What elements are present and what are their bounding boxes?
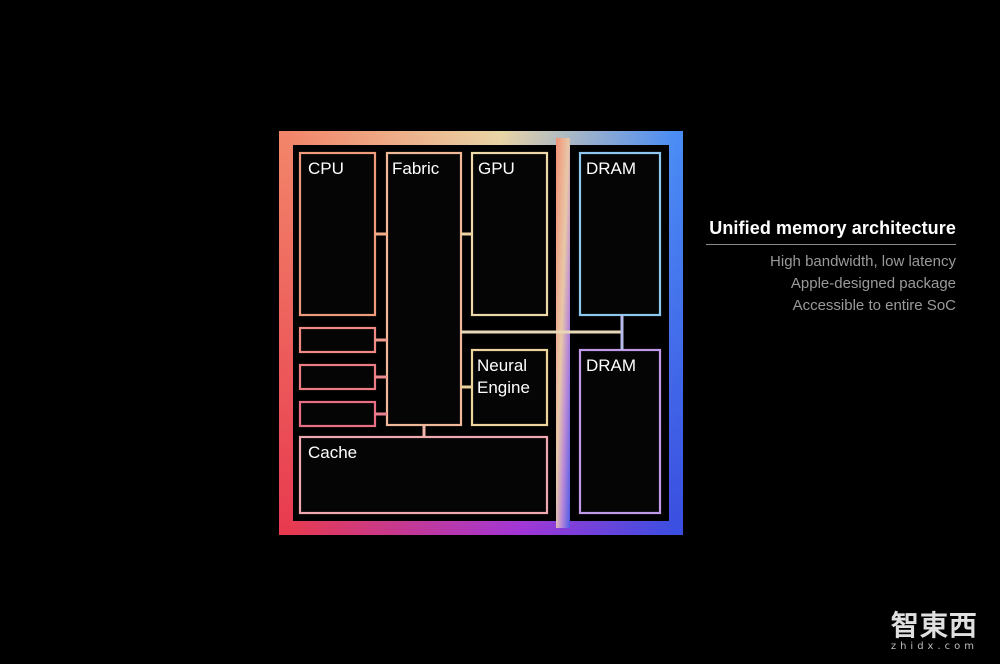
neural-label-line2: Engine <box>477 378 530 397</box>
fabric-label: Fabric <box>392 159 440 178</box>
neural-engine-block <box>470 348 549 427</box>
neural-label-line1: Neural <box>477 356 528 375</box>
side-divider <box>706 244 956 245</box>
side-point: High bandwidth, low latency <box>770 253 956 270</box>
dram-top-label: DRAM <box>586 159 637 178</box>
gpu-block <box>470 151 549 317</box>
dram-top-block <box>578 151 662 317</box>
cpu-label: CPU <box>308 159 344 178</box>
fabric-block <box>385 151 463 427</box>
cache-block <box>298 435 549 515</box>
dram-bottom-block <box>578 348 662 515</box>
side-title: Unified memory architecture <box>709 218 956 238</box>
connectors <box>375 232 624 437</box>
side-point: Apple-designed package <box>790 275 956 292</box>
cpu-block <box>298 151 377 317</box>
dram-bottom-label: DRAM <box>586 356 637 375</box>
chip-frame <box>279 131 683 535</box>
side-point: Accessible to entire SoC <box>792 297 956 314</box>
small-block-2 <box>298 363 377 391</box>
small-block-1 <box>298 326 377 354</box>
side-points: High bandwidth, low latency Apple-design… <box>770 251 956 317</box>
watermark-url: zhidx.com <box>890 641 978 652</box>
watermark-logo: 智東西 zhidx.com <box>890 609 978 653</box>
gpu-label: GPU <box>478 159 515 178</box>
watermark-logo-text: 智東西 <box>890 609 978 642</box>
small-block-3 <box>298 400 377 428</box>
cache-label: Cache <box>308 443 358 462</box>
